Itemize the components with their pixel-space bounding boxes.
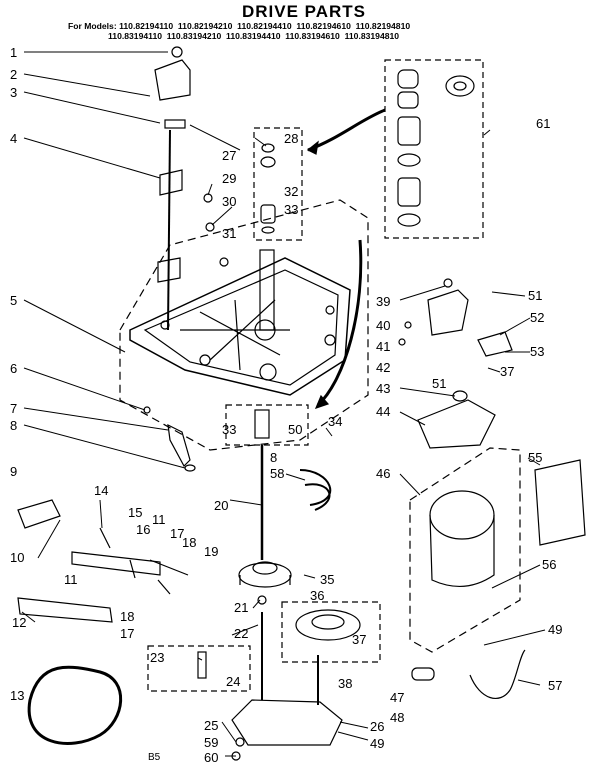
center-post xyxy=(259,249,275,331)
callout-35: 35 xyxy=(320,572,334,587)
motor-housing xyxy=(409,447,521,653)
callout-47: 47 xyxy=(390,690,404,705)
callout-40: 40 xyxy=(376,318,390,333)
callout-48: 48 xyxy=(390,710,404,725)
model-list: For Models: 110.82194110 110.82194210 11… xyxy=(68,21,410,41)
callout-18b: 18 xyxy=(120,609,134,624)
callout-26: 26 xyxy=(370,719,384,734)
callout-36: 36 xyxy=(310,588,324,603)
bearing-kit-box xyxy=(253,127,303,241)
callout-30: 30 xyxy=(222,194,236,209)
callout-15: 15 xyxy=(128,505,142,520)
callout-59: 59 xyxy=(204,735,218,750)
diagram-code: B5 xyxy=(148,752,161,763)
callout-11b: 11 xyxy=(64,572,78,587)
callout-22: 22 xyxy=(234,626,248,641)
callout-6: 6 xyxy=(10,361,17,376)
callout-38: 38 xyxy=(338,676,352,691)
callout-17b: 17 xyxy=(120,626,134,641)
arrow-to-shaft xyxy=(316,239,363,407)
callout-2: 2 xyxy=(10,67,17,82)
callout-60: 60 xyxy=(204,750,218,765)
motor-bracket xyxy=(417,399,496,449)
callout-29: 29 xyxy=(222,171,236,186)
callout-49a: 49 xyxy=(548,622,562,637)
callout-8: 8 xyxy=(10,418,17,433)
pin-kit-box xyxy=(147,645,251,692)
page-title: DRIVE PARTS xyxy=(241,2,367,21)
drive-belt xyxy=(27,665,123,745)
callout-33b: 33 xyxy=(222,422,236,437)
callout-8b: 8 xyxy=(270,450,277,465)
callout-24: 24 xyxy=(226,674,240,689)
callout-50: 50 xyxy=(288,422,302,437)
callout-23: 23 xyxy=(150,650,164,665)
callout-25: 25 xyxy=(204,718,218,733)
callout-17a: 17 xyxy=(170,526,184,541)
callout-11a: 11 xyxy=(152,512,166,527)
callout-5: 5 xyxy=(10,293,17,308)
callout-56: 56 xyxy=(542,557,556,572)
callout-21: 21 xyxy=(234,600,248,615)
callout-4: 4 xyxy=(10,131,17,146)
callout-27: 27 xyxy=(222,148,236,163)
callout-43: 43 xyxy=(376,381,390,396)
callout-52: 52 xyxy=(530,310,544,325)
callout-1: 1 xyxy=(10,45,17,60)
model-line-1: For Models: 110.82194110 110.82194210 11… xyxy=(68,21,411,31)
callout-41: 41 xyxy=(376,339,390,354)
callout-32: 32 xyxy=(284,184,298,199)
callout-49b: 49 xyxy=(370,736,384,751)
callout-46: 46 xyxy=(376,466,390,481)
callout-51a: 51 xyxy=(528,288,542,303)
callout-28: 28 xyxy=(284,131,298,146)
callout-61: 61 xyxy=(536,116,550,131)
callout-55: 55 xyxy=(528,450,542,465)
callout-53: 53 xyxy=(530,344,544,359)
callout-51b: 51 xyxy=(432,376,446,391)
callout-31: 31 xyxy=(222,226,236,241)
callout-14: 14 xyxy=(94,483,108,498)
cover-panel-55 xyxy=(534,459,586,546)
bracket-2 xyxy=(154,59,191,101)
callout-44: 44 xyxy=(376,404,390,419)
callout-7: 7 xyxy=(10,401,17,416)
callout-57: 57 xyxy=(548,678,562,693)
callout-58: 58 xyxy=(270,466,284,481)
callout-10: 10 xyxy=(10,550,24,565)
callout-42: 42 xyxy=(376,360,390,375)
callout-34: 34 xyxy=(328,414,342,429)
callout-3: 3 xyxy=(10,85,17,100)
callout-18a: 18 xyxy=(182,535,196,550)
callout-33a: 33 xyxy=(284,202,298,217)
callout-37b: 37 xyxy=(500,364,514,379)
seal-kit-box xyxy=(384,59,484,239)
callout-12: 12 xyxy=(12,615,26,630)
base-plate xyxy=(129,257,351,396)
base-assembly-outline xyxy=(119,199,369,451)
callout-37a: 37 xyxy=(352,632,366,647)
model-line-2: 110.83194110 110.83194210 110.83194410 1… xyxy=(108,31,400,41)
callout-39: 39 xyxy=(376,294,390,309)
shaft-bearing-box xyxy=(225,404,309,446)
callout-9: 9 xyxy=(10,464,17,479)
pulley-box xyxy=(281,601,381,663)
callout-13: 13 xyxy=(10,688,24,703)
callout-16: 16 xyxy=(136,522,150,537)
callout-20: 20 xyxy=(214,498,228,513)
transmission xyxy=(231,699,343,746)
callout-19: 19 xyxy=(204,544,218,559)
